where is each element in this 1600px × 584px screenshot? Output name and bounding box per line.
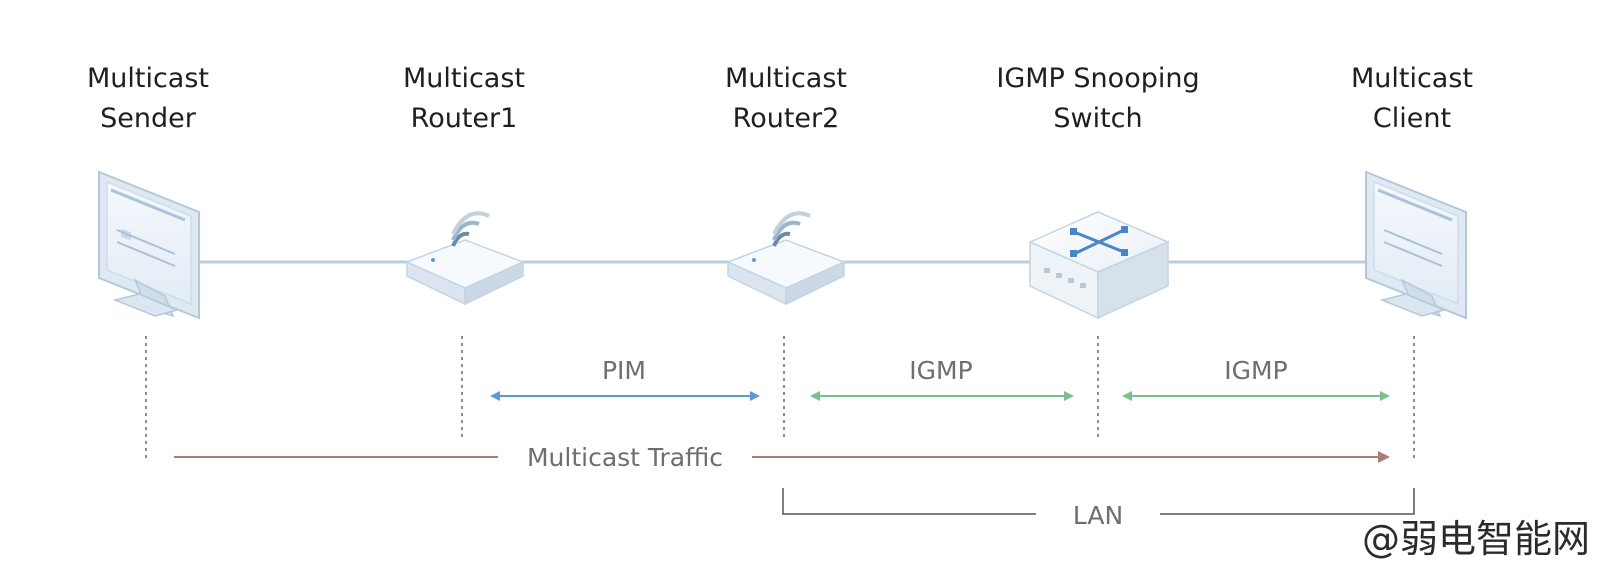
multicast-traffic-label: Multicast Traffic bbox=[527, 443, 723, 472]
client-monitor-icon bbox=[1365, 170, 1467, 320]
router2-label-line1: Multicast bbox=[725, 63, 847, 94]
igmp-switch-client-arrow bbox=[1122, 391, 1390, 401]
sender-label-line2: Sender bbox=[100, 103, 197, 134]
pim-label: PIM bbox=[602, 356, 646, 385]
igmp-router-switch-arrow bbox=[810, 391, 1074, 401]
router1-wireless-router-icon bbox=[405, 211, 525, 306]
igmp-snooping-switch-icon bbox=[1028, 211, 1170, 320]
igmp-router-switch-label: IGMP bbox=[909, 356, 972, 385]
client-label-line2: Client bbox=[1373, 103, 1451, 134]
client-label-line1: Multicast bbox=[1351, 63, 1473, 94]
switch-label-line1: IGMP Snooping bbox=[996, 63, 1199, 94]
router1-label-line2: Router1 bbox=[411, 103, 518, 134]
router2-label-line2: Router2 bbox=[733, 103, 840, 134]
lan-label: LAN bbox=[1073, 501, 1123, 530]
sender-label-line1: Multicast bbox=[87, 63, 209, 94]
router2-wireless-router-icon bbox=[726, 211, 846, 306]
igmp-switch-client-label: IGMP bbox=[1224, 356, 1287, 385]
pim-arrow bbox=[490, 391, 760, 401]
sender-monitor-icon bbox=[98, 170, 200, 320]
router1-label-line1: Multicast bbox=[403, 63, 525, 94]
watermark: @弱电智能网 bbox=[1362, 517, 1590, 561]
lan-bracket bbox=[782, 488, 1415, 515]
multicast-traffic-arrow bbox=[174, 451, 1390, 463]
switch-label-line2: Switch bbox=[1053, 103, 1142, 134]
